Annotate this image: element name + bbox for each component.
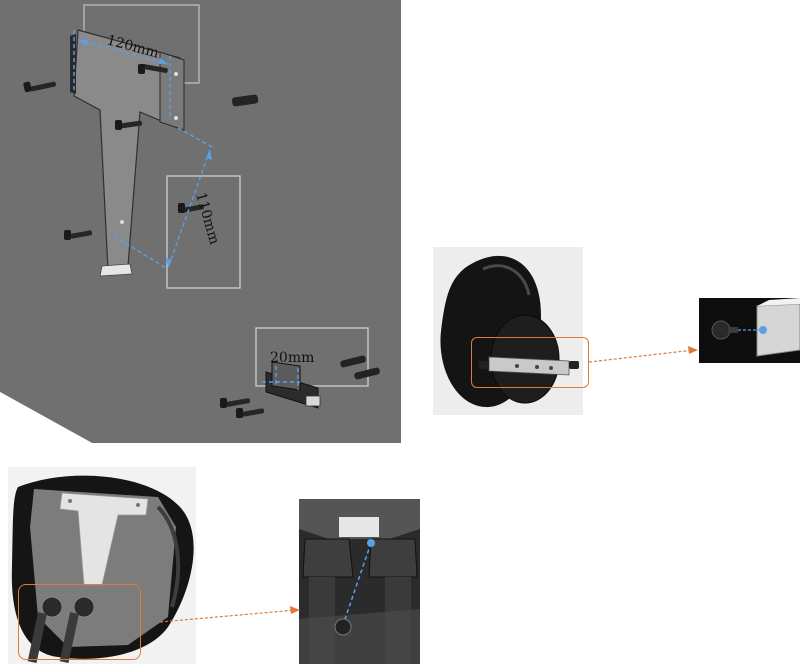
housing-side-view (433, 247, 583, 415)
housing-edge-highlight (156, 505, 181, 608)
bracket-exploded-svg: 120mm 110mm 20mm (0, 0, 401, 443)
plate-hole (174, 72, 178, 76)
arrow-rail-to-detail (588, 349, 695, 363)
gland-nut (302, 538, 354, 578)
gland-detail-svg (299, 499, 420, 664)
spacing-dimension-label: 20mm (270, 350, 314, 366)
rail-end-hole (759, 326, 767, 334)
rail-screw (479, 361, 489, 369)
dimension-arrowheads (78, 40, 212, 268)
rail-hole (535, 365, 539, 369)
screw (23, 81, 56, 93)
housing-underside-view (8, 467, 196, 664)
dowel-pin (354, 367, 380, 380)
callout-box-glands (18, 584, 141, 660)
small-bracket-end (305, 395, 321, 407)
screw-head (711, 320, 731, 340)
cable-gland (73, 596, 95, 618)
housing-highlight (482, 264, 531, 296)
screw (115, 120, 143, 130)
dimension-lines (73, 30, 300, 390)
screw (236, 408, 265, 418)
rail-end-top (757, 298, 800, 306)
backdrop-corner (0, 392, 92, 443)
screw-path-line (342, 542, 372, 626)
bracket-exploded-view: 120mm 110mm 20mm (0, 0, 401, 443)
rail-screw (569, 361, 579, 369)
rail-hole (515, 364, 519, 368)
cable-gland (41, 596, 63, 618)
arrowhead (688, 346, 698, 354)
detail-base (299, 609, 420, 664)
guide-box-middle (166, 175, 241, 289)
screw-shank (728, 327, 738, 333)
plate-hole (174, 116, 178, 120)
plate-flange-left (70, 34, 76, 94)
screw (178, 203, 205, 213)
bracket-hole (68, 499, 72, 503)
cable (27, 612, 47, 663)
rail-end-detail (699, 298, 800, 363)
gland-detail-view (299, 499, 420, 664)
t-bracket (59, 492, 149, 586)
bracket-hole (136, 503, 140, 507)
detail-bracket (339, 517, 379, 537)
cable (59, 612, 79, 663)
screw-head (334, 618, 352, 636)
dowel-pin (340, 355, 366, 368)
screw (220, 398, 251, 408)
rail-hole (549, 366, 553, 370)
rail-end-svg (699, 298, 800, 363)
gland-nut (368, 538, 418, 578)
housing-side-svg (433, 247, 583, 415)
screw (138, 64, 168, 74)
screw-target-hole (367, 539, 375, 547)
plate-foot-tab (99, 263, 133, 277)
dowel-pin (231, 94, 259, 107)
housing-underside-svg (8, 467, 196, 664)
callout-box-rail (471, 337, 589, 388)
screw (64, 230, 93, 240)
plate-hole (120, 220, 124, 224)
small-bracket-face (271, 361, 301, 391)
